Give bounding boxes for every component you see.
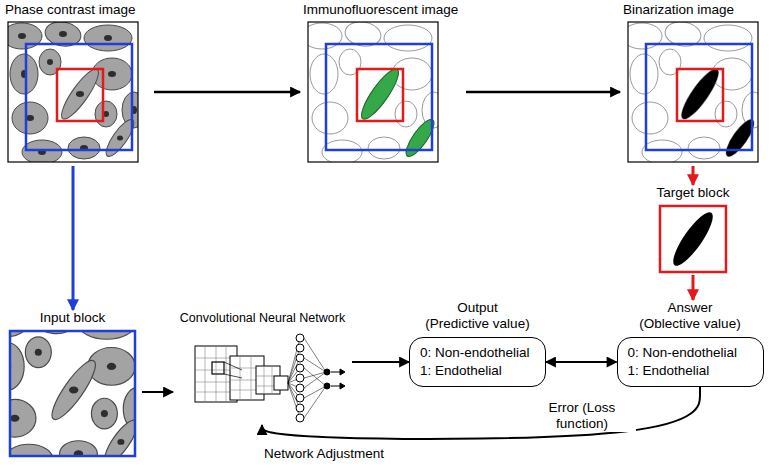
network-picture [296,354,304,362]
node-heading: Input block [3,310,142,326]
connector-arrow [262,387,700,439]
connector-arrow [692,166,695,185]
rounded-box: 0: Non-endothelial1: Endothelial [409,337,546,387]
phase-contrast-picture [57,69,103,121]
node-heading: Output (Predictive value) [417,300,539,332]
network-picture [304,338,326,418]
target-block-picture [667,208,718,271]
output-box: Output (Predictive value) 0: Non-endothel… [405,300,550,387]
image-panel: Binarization image [620,2,776,166]
binarization-picture [628,22,758,162]
network-picture [296,344,304,352]
connector-arrow [692,275,695,300]
target-block: Target block [646,185,740,275]
network-picture [324,383,330,389]
node-heading: Immunofluorescent image [300,2,466,18]
immunofluorescent-picture [356,65,404,123]
node-heading: Answer (Oblective value) [629,300,751,332]
immunofluorescent-picture [302,19,446,164]
input-block: Input block [3,310,142,458]
binarization-picture [677,69,723,121]
network-picture [296,334,304,342]
immunofluorescent-picture [308,22,438,162]
class-label: 0: Non-endothelial [420,344,535,362]
input-block-picture [0,302,152,469]
network-picture [296,384,304,392]
phase-contrast-picture [8,22,138,162]
edge-label: Network Adjustment [262,446,386,462]
rounded-box: 0: Non-endothelial1: Endothelial [617,337,764,387]
class-label: 1: Endothelial [420,362,535,380]
image-panel: Immunofluorescent image [300,2,466,166]
network-picture [296,404,304,412]
network-picture [274,376,288,390]
immunofluorescent-picture [326,44,432,150]
input-block-picture [10,331,135,456]
target-block-picture [660,206,726,272]
class-label: 0: Non-endothelial [628,344,753,362]
immunofluorescent-picture [308,22,438,162]
immunofluorescent-picture [357,69,403,121]
phase-contrast-picture [8,22,138,162]
network-picture [195,334,345,422]
phase-contrast-picture [18,31,137,155]
node-heading: Phase contrast image [2,2,154,18]
network-picture [224,362,242,378]
input-block-picture [10,331,135,456]
binarization-picture [646,44,752,150]
binarization-picture [628,22,758,162]
network-picture [296,414,304,422]
network-picture [296,374,304,382]
target-block-picture [660,206,726,272]
target-block-picture [660,206,726,272]
network-picture [296,394,304,402]
connector-arrow [546,361,617,363]
node-heading: Convolutional Neural Network [173,310,352,326]
connector-arrow [72,166,75,310]
connector-arrow [466,91,620,94]
node-heading: Binarization image [620,2,776,18]
immunofluorescent-picture [308,22,438,162]
phase-contrast-picture [2,19,146,164]
network-block: Convolutional Neural Network [173,310,352,425]
edge-label: Error (Loss function) [528,400,636,432]
connector-arrow [142,391,173,393]
phase-contrast-picture [26,44,132,150]
binarization-picture [622,19,766,164]
input-block-picture [10,331,135,456]
class-label: 1: Endothelial [628,362,753,380]
answer-box: Answer (Oblective value) 0: Non-endotheli… [610,300,770,387]
connector-arrow [352,361,409,363]
network-picture [296,364,304,372]
node-heading: Target block [646,185,740,201]
network-picture [340,369,345,389]
binarization-picture [628,22,758,162]
connector-arrow [154,91,300,94]
input-block-picture [10,331,135,456]
phase-contrast-picture [8,22,138,162]
network-picture [324,369,330,375]
image-panel: Phase contrast image [2,2,154,166]
input-block-picture [10,331,135,456]
network-picture [212,362,224,374]
binarization-picture [676,65,724,123]
